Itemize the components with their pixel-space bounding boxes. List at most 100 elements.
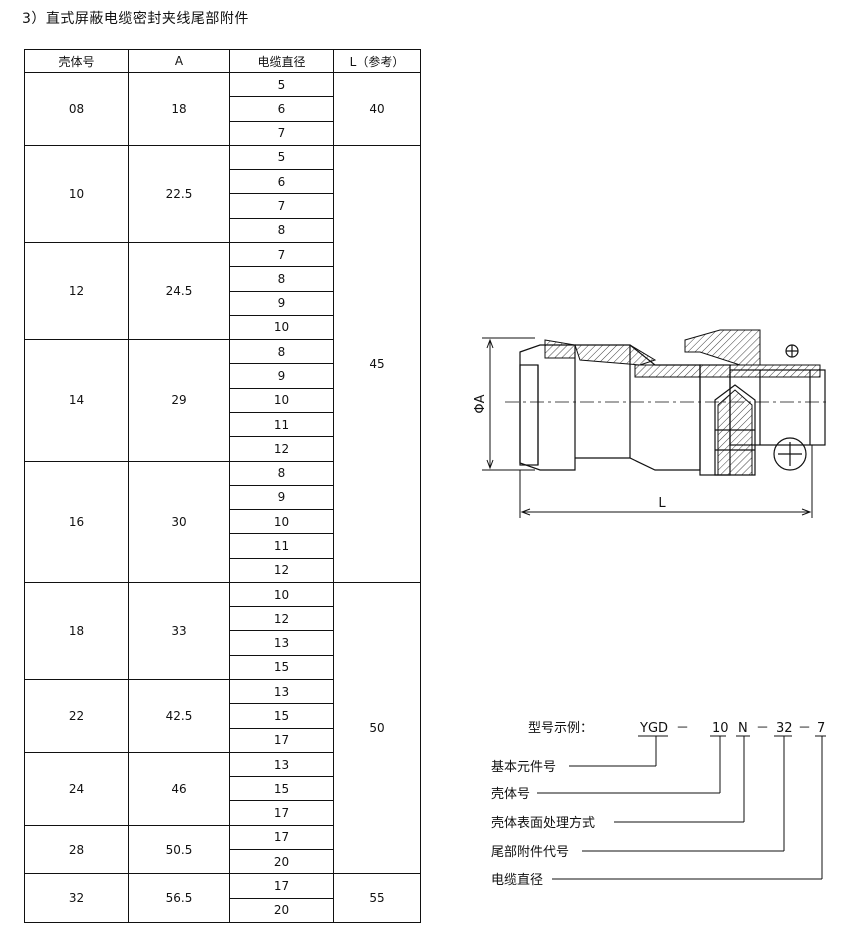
cell-cable-diameter: 7 xyxy=(229,241,334,268)
callout-cable-diameter: 电缆直径 xyxy=(491,872,543,888)
cell-cable-diameter: 15 xyxy=(229,654,334,681)
dimension-l xyxy=(519,445,813,518)
example-part-tail: 32 xyxy=(776,721,793,736)
table-row: 9 xyxy=(25,363,421,389)
table-row: 20 xyxy=(25,897,421,924)
page-heading: 3）直式屏蔽电缆密封夹线尾部附件 xyxy=(22,11,249,27)
header-a: A xyxy=(128,49,230,73)
cell-shell-no: 10 xyxy=(24,144,129,243)
table-row: 17 xyxy=(25,727,421,753)
cell-cable-diameter: 11 xyxy=(229,411,334,438)
callout-lines xyxy=(537,735,826,880)
cell-cable-diameter: 13 xyxy=(229,751,334,778)
cell-cable-diameter: 15 xyxy=(229,776,334,802)
cell-cable-diameter: 10 xyxy=(229,314,334,341)
example-part-finish: N xyxy=(738,721,748,736)
cell-cable-diameter: 8 xyxy=(229,460,334,486)
cell-l-ref: 55 xyxy=(333,873,421,923)
dim-label-phi-a: ΦA xyxy=(473,394,488,413)
callout-tail-code: 尾部附件代号 xyxy=(491,845,569,860)
cell-a: 56.5 xyxy=(128,873,230,923)
cell-cable-diameter: 12 xyxy=(229,436,334,462)
cell-cable-diameter: 17 xyxy=(229,727,334,753)
header-cable-diameter: 电缆直径 xyxy=(229,49,334,73)
callout-shell-no: 壳体号 xyxy=(491,787,530,802)
cell-cable-diameter: 9 xyxy=(229,363,334,389)
callout-basic-part: 基本元件号 xyxy=(491,760,556,775)
model-example: 型号示例： YGD － 10 N － 32 － 7 基本元件号 壳体号 壳体表面… xyxy=(491,721,826,888)
cell-cable-diameter: 13 xyxy=(229,630,334,656)
dim-label-l: L xyxy=(658,496,666,511)
cell-cable-diameter: 9 xyxy=(229,484,334,511)
cell-l-ref: 50 xyxy=(333,581,421,875)
cell-cable-diameter: 17 xyxy=(229,800,334,826)
cell-shell-no: 12 xyxy=(24,241,129,341)
table-row: 10 xyxy=(25,387,421,413)
cell-cable-diameter: 10 xyxy=(229,509,334,535)
cell-cable-diameter: 7 xyxy=(229,193,334,219)
cell-shell-no: 16 xyxy=(24,460,129,583)
cell-cable-diameter: 10 xyxy=(229,581,334,608)
table-row: 15 xyxy=(25,654,421,681)
cell-cable-diameter: 5 xyxy=(229,144,334,171)
table-row: 15 xyxy=(25,776,421,802)
cell-cable-diameter: 5 xyxy=(229,71,334,98)
cell-cable-diameter: 6 xyxy=(229,96,334,122)
example-part-cable: 7 xyxy=(817,721,825,736)
table-row: 9 xyxy=(25,290,421,316)
cell-a: 33 xyxy=(128,581,230,681)
cell-a: 24.5 xyxy=(128,241,230,341)
cell-shell-no: 28 xyxy=(24,824,129,875)
cell-cable-diameter: 15 xyxy=(229,703,334,729)
callout-surface-finish: 壳体表面处理方式 xyxy=(491,815,595,831)
cell-cable-diameter: 9 xyxy=(229,290,334,316)
header-l-ref: L（参考） xyxy=(333,49,421,73)
connector-drawing: ΦA L xyxy=(473,329,830,518)
cell-a: 50.5 xyxy=(128,824,230,875)
example-sep-1: － xyxy=(676,721,689,736)
table-row: 10 xyxy=(25,314,421,341)
header-shell-no: 壳体号 xyxy=(24,49,129,73)
cell-cable-diameter: 8 xyxy=(229,339,334,365)
cell-l-ref: 45 xyxy=(333,144,421,583)
cell-cable-diameter: 17 xyxy=(229,873,334,899)
cell-cable-diameter: 20 xyxy=(229,897,334,924)
cell-a: 42.5 xyxy=(128,679,230,753)
table-row: 10 xyxy=(25,509,421,535)
table-row: 8 xyxy=(25,217,421,243)
table-row: 11 xyxy=(25,533,421,559)
cell-cable-diameter: 10 xyxy=(229,387,334,413)
cell-shell-no: 18 xyxy=(24,581,129,681)
cell-a: 46 xyxy=(128,751,230,826)
cell-cable-diameter: 11 xyxy=(229,533,334,559)
cell-shell-no: 08 xyxy=(24,72,129,146)
cell-a: 18 xyxy=(128,72,230,146)
dimension-phi-a xyxy=(482,337,535,471)
example-part-shell: 10 xyxy=(712,721,729,736)
table-row: 12 xyxy=(25,436,421,462)
cell-cable-diameter: 8 xyxy=(229,217,334,243)
cell-cable-diameter: 13 xyxy=(229,679,334,705)
cell-shell-no: 14 xyxy=(24,339,129,462)
example-part-ygd: YGD xyxy=(639,721,668,736)
example-sep-2: － xyxy=(756,721,769,736)
table-header-row: 壳体号 A 电缆直径 L（参考） xyxy=(24,49,421,73)
hatched-sections xyxy=(544,329,821,476)
cell-cable-diameter: 17 xyxy=(229,824,334,851)
example-sep-3: － xyxy=(798,721,811,736)
cell-cable-diameter: 20 xyxy=(229,848,334,875)
cell-cable-diameter: 8 xyxy=(229,266,334,292)
table-row: 12 xyxy=(25,557,421,583)
cell-shell-no: 32 xyxy=(24,873,129,923)
cell-cable-diameter: 6 xyxy=(229,169,334,195)
table-row: 20 xyxy=(25,848,421,875)
cell-a: 29 xyxy=(128,339,230,462)
